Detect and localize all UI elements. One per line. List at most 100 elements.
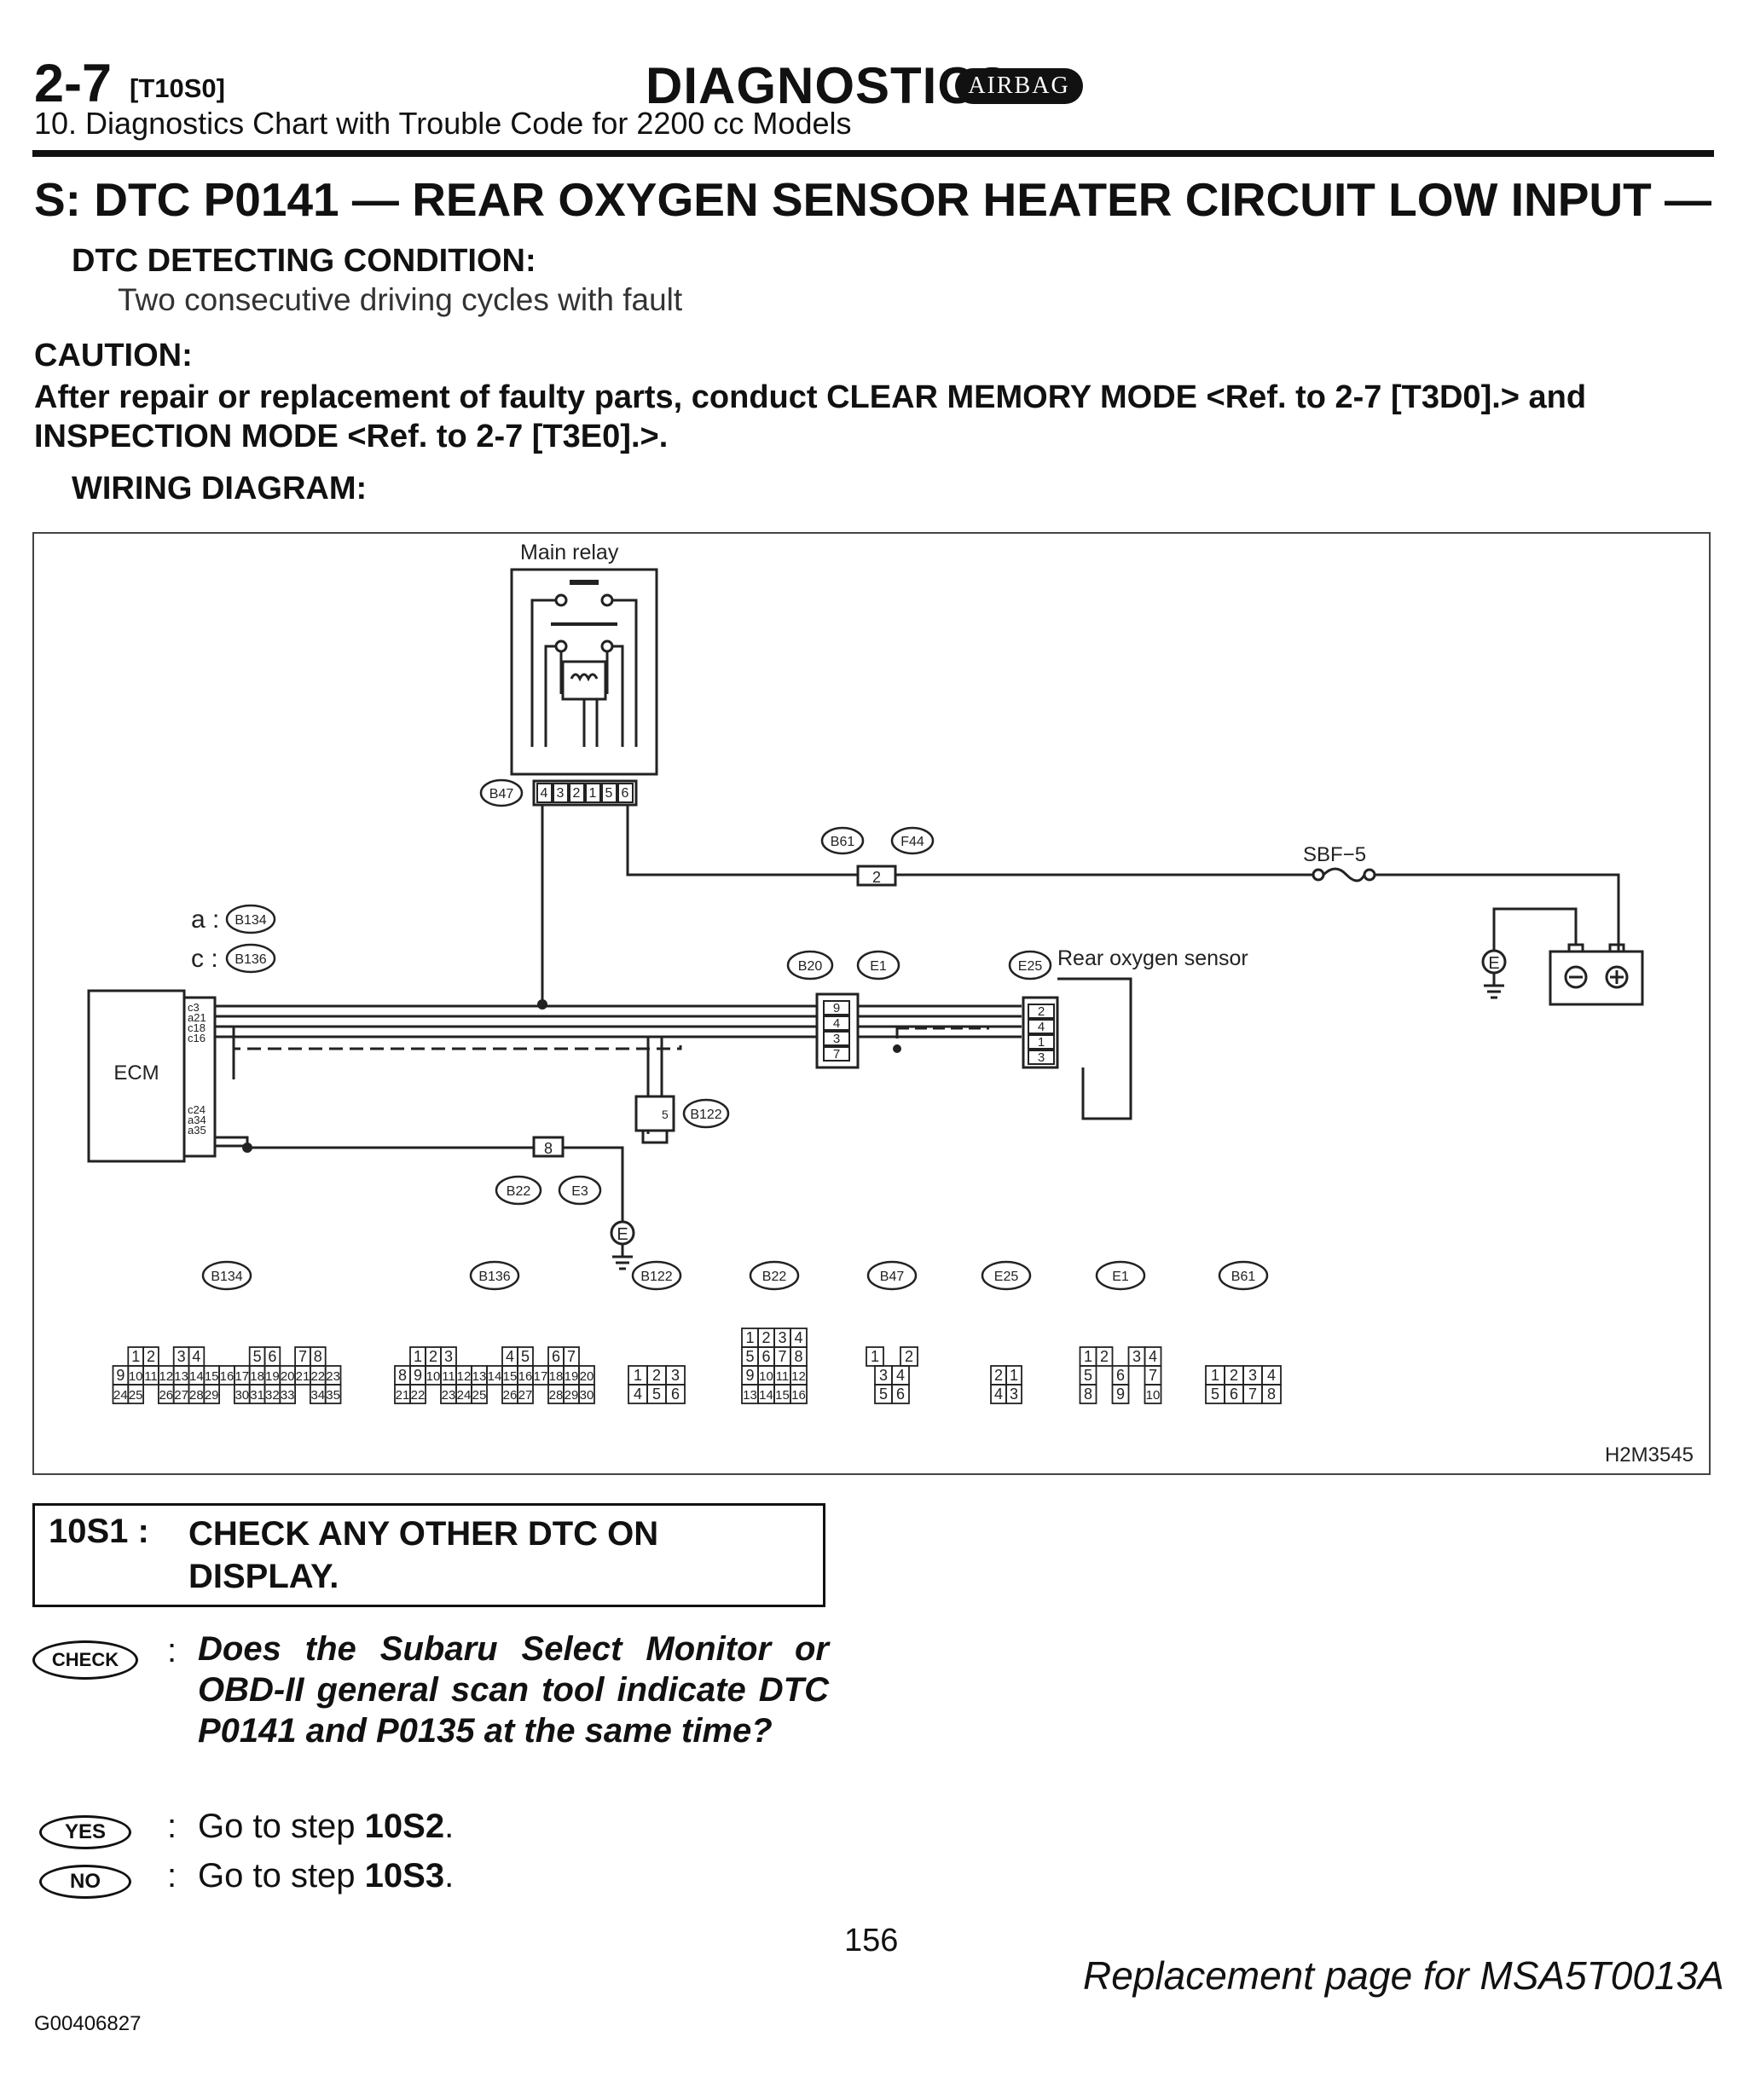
f44-label: F44 — [890, 826, 935, 855]
face-pin: 25 — [472, 1388, 487, 1403]
face-pin: 1 — [414, 1348, 422, 1365]
section-number: 2-7 — [34, 54, 113, 113]
svg-text:E25: E25 — [994, 1270, 1019, 1284]
face-pin: 2 — [905, 1348, 913, 1365]
no-step-link[interactable]: 10S3 — [364, 1857, 445, 1895]
face-pin: 8 — [794, 1348, 802, 1365]
face-pin: 23 — [326, 1369, 340, 1384]
face-pin: 5 — [521, 1348, 530, 1365]
face-pin: 4 — [896, 1367, 905, 1384]
svg-text:B47: B47 — [880, 1270, 905, 1284]
face-pin: 9 — [745, 1367, 754, 1384]
svg-text:B22: B22 — [762, 1270, 787, 1284]
face-pin: 9 — [1116, 1386, 1125, 1403]
e25-pin: 4 — [1038, 1020, 1045, 1034]
ecm-pin: a34 — [188, 1114, 206, 1126]
face-pin: 24 — [113, 1388, 128, 1403]
face-pin: 21 — [396, 1388, 410, 1403]
face-pin: 2 — [147, 1348, 155, 1365]
face-pin: 5 — [879, 1386, 888, 1403]
svg-text:ECM: ECM — [113, 1062, 159, 1085]
face-pin: 18 — [250, 1369, 264, 1384]
relay-pin: 4 — [541, 786, 548, 801]
face-pin: 18 — [549, 1369, 564, 1384]
detecting-text: Two consecutive driving cycles with faul… — [118, 282, 683, 317]
face-pin: 11 — [776, 1369, 790, 1384]
svg-text:B134: B134 — [235, 913, 266, 928]
face-pin: 24 — [457, 1388, 472, 1403]
face-pin: 10 — [426, 1369, 441, 1384]
e25-pin: 2 — [1038, 1004, 1045, 1019]
face-pin: 10 — [759, 1369, 773, 1384]
face-pin: 15 — [503, 1369, 518, 1384]
face-pin: 31 — [250, 1388, 264, 1403]
svg-text:E3: E3 — [571, 1184, 588, 1199]
face-pin: 6 — [671, 1386, 680, 1403]
face-pin: 32 — [265, 1388, 280, 1403]
face-pin: 4 — [506, 1348, 514, 1365]
e1-pin: 9 — [833, 1001, 840, 1015]
svg-text:8: 8 — [544, 1140, 553, 1157]
face-pin: 11 — [442, 1369, 455, 1384]
b61-label: B61 — [820, 826, 865, 855]
face-pin: 4 — [634, 1386, 642, 1403]
check-question: Does the Subaru Select Monitor or OBD-II… — [198, 1630, 829, 1750]
battery — [1549, 950, 1644, 1006]
face-pin: 3 — [177, 1348, 186, 1365]
b122-connector — [634, 1095, 675, 1132]
chapter-subtitle: 10. Diagnostics Chart with Trouble Code … — [34, 106, 852, 141]
face-pin: 4 — [192, 1348, 200, 1365]
face-pin: 28 — [189, 1388, 204, 1403]
relay-pin: 5 — [605, 786, 613, 801]
face-pin: 19 — [265, 1369, 280, 1384]
svg-text:B134: B134 — [211, 1270, 242, 1284]
step-box: 10S1 : CHECK ANY OTHER DTC ON DISPLAY. — [32, 1503, 825, 1607]
no-icon: NO — [39, 1865, 131, 1899]
ecm-connector — [182, 996, 217, 1158]
ecm-earth: E — [610, 1220, 635, 1270]
svg-text:2: 2 — [872, 869, 881, 886]
ecm-pin: c16 — [188, 1032, 206, 1044]
face-pin: 1 — [1010, 1367, 1018, 1384]
face-pin: 7 — [1248, 1386, 1257, 1403]
e1-pin: 4 — [833, 1016, 840, 1031]
relay-pin: 1 — [589, 786, 597, 801]
face-pin: 20 — [281, 1369, 295, 1384]
face-pin: 17 — [534, 1369, 548, 1384]
face-pin: 12 — [457, 1369, 472, 1384]
face-pin: 28 — [549, 1388, 564, 1403]
ecm-pin: a21 — [188, 1011, 206, 1024]
face-pin: 16 — [220, 1369, 235, 1384]
svg-text:B61: B61 — [1231, 1270, 1256, 1284]
face-pin: 22 — [411, 1388, 426, 1403]
face-pin: 2 — [994, 1367, 1003, 1384]
face-pin: 16 — [791, 1388, 806, 1403]
sbf-label: SBF−5 — [1303, 843, 1366, 866]
no-answer: Go to step 10S3. — [198, 1857, 455, 1895]
face-pin: 7 — [778, 1348, 786, 1365]
b61-connector — [856, 865, 897, 887]
relay-pin: 2 — [573, 786, 581, 801]
face-pin: 30 — [580, 1388, 594, 1403]
yes-colon: : — [167, 1808, 177, 1845]
face-pin: 2 — [761, 1329, 770, 1346]
rear-sensor-body — [1057, 977, 1132, 1120]
face-pin: 1 — [1084, 1348, 1092, 1365]
face-pin: 22 — [310, 1369, 325, 1384]
svg-text:B20: B20 — [798, 959, 823, 974]
b136-legend: B136 — [225, 943, 276, 974]
svg-text:B136: B136 — [235, 952, 266, 967]
yes-step-link[interactable]: 10S2 — [364, 1808, 445, 1845]
face-pin: 5 — [745, 1348, 754, 1365]
face-pin: 2 — [1100, 1348, 1109, 1365]
caution-text: After repair or replacement of faulty pa… — [34, 379, 1587, 454]
face-pin: 12 — [791, 1369, 806, 1384]
ecm-pin: a35 — [188, 1124, 206, 1137]
face-pin: 8 — [314, 1348, 322, 1365]
face-pin: 13 — [174, 1369, 188, 1384]
